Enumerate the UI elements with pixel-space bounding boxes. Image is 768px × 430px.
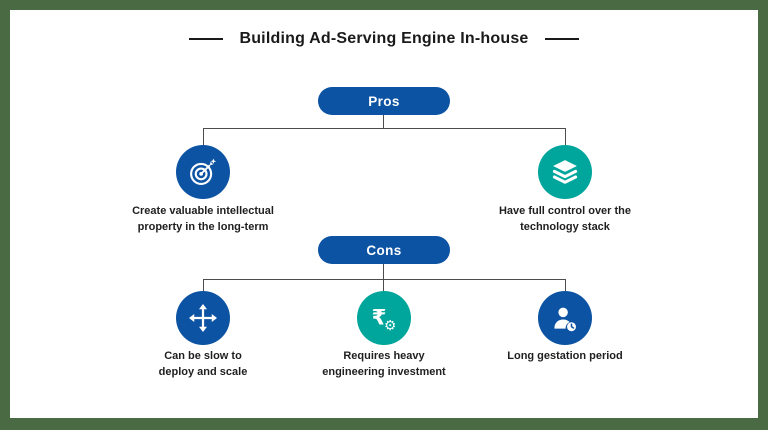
pros-node-ip-circle xyxy=(176,145,230,199)
cons-connector-stem xyxy=(383,264,384,279)
pros-connector-right-drop xyxy=(565,128,566,146)
cons-node-gestation-circle xyxy=(538,291,592,345)
cons-node-slow-circle xyxy=(176,291,230,345)
cons-connector-right-drop xyxy=(565,279,566,292)
cons-connector-left-drop xyxy=(203,279,204,292)
page-title: Building Ad-Serving Engine In-house xyxy=(0,30,768,48)
pros-node-control-circle xyxy=(538,145,592,199)
cons-pill: Cons xyxy=(318,236,450,264)
person-clock-icon xyxy=(554,307,576,332)
cons-connector-horizontal xyxy=(203,279,565,280)
rupee-gear-icon: ₹ ⚙ xyxy=(372,305,397,333)
svg-text:₹: ₹ xyxy=(372,305,387,330)
pros-pill: Pros xyxy=(318,87,450,115)
infographic-background xyxy=(10,10,758,418)
pros-connector-stem xyxy=(383,115,384,128)
pros-connector-horizontal xyxy=(203,128,565,129)
cons-node-investment-label: Requires heavy engineering investment xyxy=(322,350,446,378)
cons-node-slow-label: Can be slow to deploy and scale xyxy=(158,350,248,378)
target-icon xyxy=(190,158,217,185)
pros-connector-left-drop xyxy=(203,128,204,146)
pros-node-control-label: Have full control over the technology st… xyxy=(498,205,632,233)
layers-icon xyxy=(552,160,578,184)
title-dash-right-icon xyxy=(544,38,579,40)
move-arrows-icon xyxy=(189,304,217,332)
cons-connector-middle-drop xyxy=(383,279,384,292)
title-text: Building Ad-Serving Engine In-house xyxy=(239,30,529,47)
title-dash-left-icon xyxy=(189,38,224,40)
cons-node-gestation-label: Long gestation period xyxy=(507,350,623,362)
svg-text:⚙: ⚙ xyxy=(384,318,396,333)
cons-node-investment-circle: ₹ ⚙ xyxy=(357,291,411,345)
pros-node-ip-label: Create valuable intellectual property in… xyxy=(132,205,274,233)
